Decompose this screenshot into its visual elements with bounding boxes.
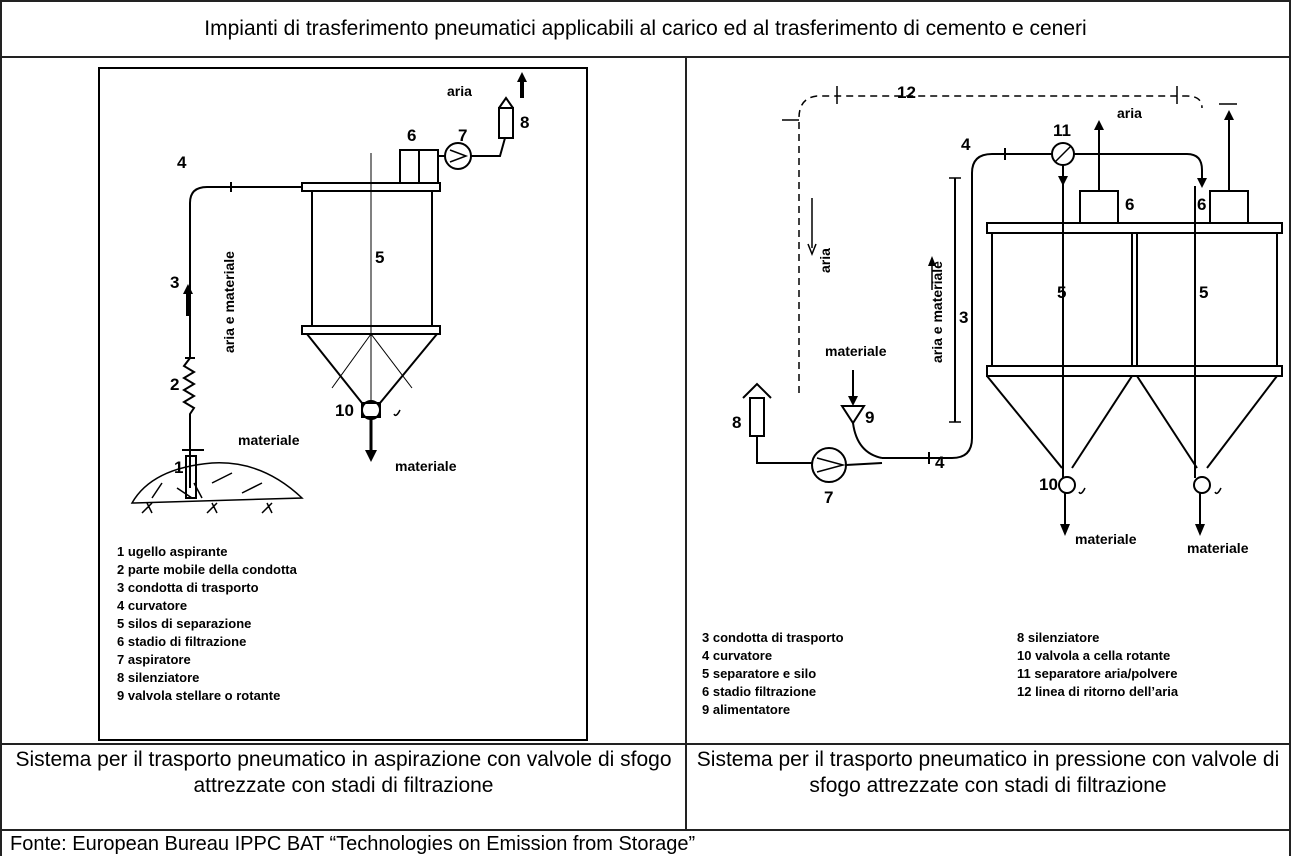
legend-item: 6 stadio filtrazione [702,684,816,699]
num-8: 8 [520,113,529,132]
legend-item: 8 silenziatore [117,670,199,685]
separation-silo [301,153,441,404]
label-material-in: materiale [825,343,887,359]
silencer [498,107,514,139]
legend-item: 10 valvola a cella rotante [1017,648,1170,663]
num-6-right: 6 [1197,195,1206,214]
air-return-line [798,95,1203,393]
num-10: 10 [335,401,354,420]
num-11: 11 [1053,121,1071,140]
num-7: 7 [824,488,833,507]
filter-stage [1209,190,1249,224]
legend-item: 6 stadio di filtrazione [117,634,246,649]
caption-suction: Sistema per il trasporto pneumatico in a… [0,743,687,831]
label-air-material: aria e materiale [929,261,945,363]
legend-item: 12 linea di ritorno dell’aria [1017,684,1179,699]
silencer [749,397,765,437]
label-material-out-2: materiale [1187,540,1249,556]
num-8: 8 [732,413,741,432]
rotary-valve [1058,476,1076,494]
legend-item: 8 silenziatore [1017,630,1099,645]
legend-item: 11 separatore aria/polvere [1017,666,1177,681]
label-air-top: aria [1117,105,1142,121]
title-text: Impianti di trasferimento pneumatici app… [204,17,1087,40]
caption-pressure-text: Sistema per il trasporto pneumatico in p… [696,748,1280,797]
legend-item: 7 aspiratore [117,652,191,667]
num-4-bottom: 4 [935,453,945,472]
legend-item: 4 curvatore [117,598,187,613]
source-text: Fonte: European Bureau IPPC BAT “Technol… [10,833,696,855]
num-4-top: 4 [961,135,971,154]
suction-system-figure: 4 3 2 1 5 6 7 8 10 aria aria e materiale… [0,56,687,745]
caption-suction-text: Sistema per il trasporto pneumatico in a… [15,748,672,797]
num-1: 1 [174,458,183,477]
legend-item: 3 condotta di trasporto [117,580,259,595]
label-air: aria [447,83,472,99]
legend-item: 9 valvola stellare o rotante [117,688,280,703]
legend-item: 4 curvatore [702,648,772,663]
rotary-valve [1193,476,1211,494]
label-air-return: aria [817,248,833,273]
source-note: Fonte: European Bureau IPPC BAT “Technol… [0,829,1291,856]
figure-frame [98,67,588,741]
right-legend: 3 condotta di trasporto 4 curvatore 5 se… [702,630,1179,717]
legend-item: 1 ugello aspirante [117,544,228,559]
pressure-system-diagram: 12 11 4 6 6 5 5 3 9 8 7 4 10 aria aria a… [702,83,1283,717]
feeder [840,405,866,425]
suction-system-diagram: 4 3 2 1 5 6 7 8 10 aria aria e materiale… [98,67,588,741]
num-5-right: 5 [1199,283,1208,302]
num-6-left: 6 [1125,195,1134,214]
num-4: 4 [177,153,187,172]
legend-item: 5 silos di separazione [117,616,251,631]
filter-stage [1079,190,1119,224]
num-2: 2 [170,375,179,394]
num-9: 9 [865,408,874,427]
label-air-material: aria e materiale [221,251,237,353]
conveying-pipe [182,182,302,488]
caption-pressure: Sistema per il trasporto pneumatico in p… [685,743,1291,831]
num-12: 12 [897,83,916,102]
num-3: 3 [959,308,968,327]
silos [986,222,1283,469]
legend-item: 5 separatore e silo [702,666,816,681]
num-6: 6 [407,126,416,145]
left-legend: 1 ugello aspirante 2 parte mobile della … [117,544,298,703]
material-pile [130,455,304,514]
table-title: Impianti di trasferimento pneumatici app… [0,0,1291,58]
legend-item: 2 parte mobile della condotta [117,562,298,577]
label-material-out: materiale [395,458,457,474]
num-3: 3 [170,273,179,292]
label-material-out-1: materiale [1075,531,1137,547]
num-5-left: 5 [1057,283,1066,302]
legend-item: 9 alimentatore [702,702,790,717]
num-7: 7 [458,126,467,145]
pressure-system-figure: 12 11 4 6 6 5 5 3 9 8 7 4 10 aria aria a… [685,56,1291,745]
conveying-pipe [882,148,1203,478]
num-10: 10 [1039,475,1058,494]
legend-item: 3 condotta di trasporto [702,630,844,645]
num-5: 5 [375,248,384,267]
label-material-pile: materiale [238,432,300,448]
